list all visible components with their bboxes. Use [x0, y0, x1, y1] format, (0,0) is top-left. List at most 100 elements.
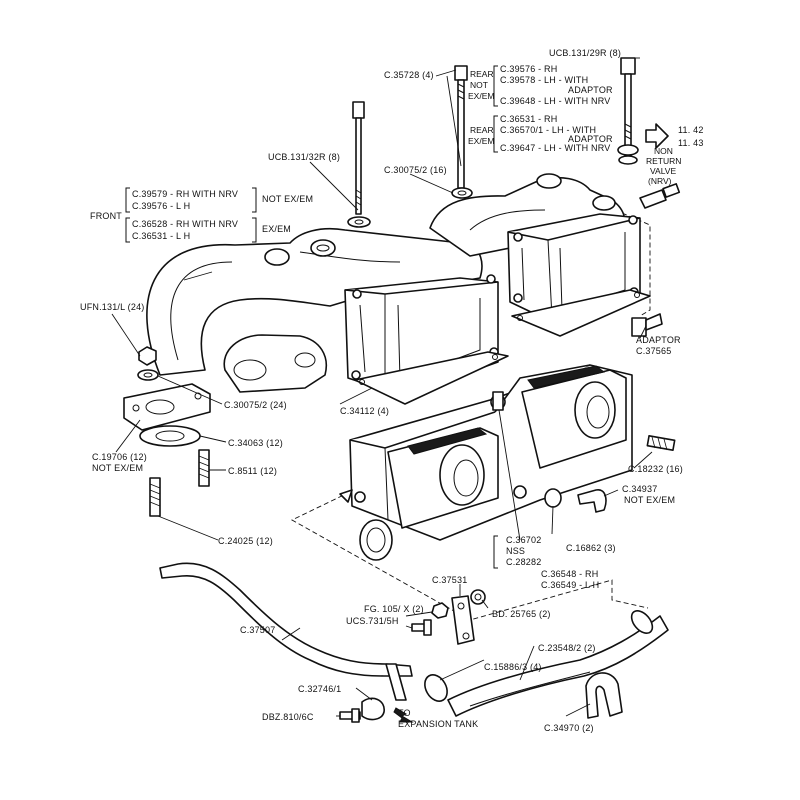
- elbow-c34937: [577, 489, 607, 513]
- label-group-rear-not-1: C.39576 - RH: [500, 64, 557, 74]
- label-front-not-1: C.39579 - RH WITH NRV: [132, 189, 238, 199]
- label-c37507: C.37507: [240, 625, 275, 635]
- washer-bd25765: [470, 589, 486, 605]
- triangle-pointer-icon: [339, 489, 353, 503]
- label-nrv-1: NON: [654, 146, 673, 156]
- label-c34112: C.34112 (4): [340, 406, 389, 416]
- label-group-rear-exem-4: C.39647 - LH - WITH NRV: [500, 143, 610, 153]
- label-group-rear-exem-2: C.36570/1 - LH - WITH: [500, 125, 596, 135]
- bolt-ucb131-29r: [620, 57, 636, 147]
- bracket-front-exem-right: [252, 217, 257, 243]
- stud-c18232: [646, 435, 676, 451]
- screw-dbz810: [339, 708, 361, 723]
- bracket-front-not: [125, 187, 130, 213]
- label-c30075-16: C.30075/2 (16): [384, 165, 447, 175]
- bracket-c37531: [451, 595, 475, 645]
- label-rear-not-1: REAR: [470, 69, 494, 79]
- screw-ucs731: [411, 619, 432, 636]
- adaptor-c37565: [631, 313, 663, 337]
- hose-c23548: [447, 609, 669, 717]
- label-nrv-3: VALVE: [650, 166, 676, 176]
- label-ucs731: UCS.731/5H: [346, 616, 399, 626]
- stud-c35728: [454, 65, 468, 189]
- label-c23548: C.23548/2 (2): [538, 643, 596, 653]
- label-front-exem-2: C.36531 - L H: [132, 231, 190, 241]
- clip-c15886: [424, 674, 448, 702]
- label-c32746: C.32746/1: [298, 684, 341, 694]
- label-ref-b: 11. 43: [678, 138, 704, 148]
- label-c8511: C.8511 (12): [228, 466, 277, 476]
- label-bd25765: BD. 25765 (2): [492, 609, 551, 619]
- label-c16862: C.16862 (3): [566, 543, 616, 553]
- label-c36548: C.36548 - RH: [541, 569, 598, 579]
- bolt-ucb131-32r: [352, 101, 365, 215]
- label-group-rear-not-4: C.39648 - LH - WITH NRV: [500, 96, 610, 106]
- washer-c30075-right: [617, 144, 639, 165]
- leader-lines: [111, 57, 653, 717]
- stud-c8511: [198, 449, 210, 487]
- label-nss: NSS: [506, 546, 525, 556]
- jet-c36702: [492, 391, 504, 411]
- bracket-nss: [493, 535, 498, 569]
- label-front-exem-1: C.36528 - RH WITH NRV: [132, 219, 238, 229]
- label-nrv-4: (NRV): [648, 176, 672, 186]
- label-c34937-1: C.34937: [622, 484, 657, 494]
- label-group-rear-exem-3: ADAPTOR: [568, 134, 613, 144]
- gasket-c34112-front: [354, 351, 509, 405]
- label-group-rear-not-3: ADAPTOR: [568, 85, 613, 95]
- clamp-c34970: [585, 672, 623, 719]
- label-front: FRONT: [90, 211, 122, 221]
- nut-ufn131: [138, 346, 157, 366]
- label-rear-not-3: EX/EM: [468, 91, 494, 101]
- assembly-dash-outline-right: [621, 212, 651, 317]
- flange-c19706: [123, 383, 211, 431]
- label-c15886: C.15886/3 (4): [484, 662, 542, 672]
- label-rear-not-2: NOT: [470, 80, 488, 90]
- arrow-expansion-tank-icon: [393, 707, 414, 723]
- label-c36549: C.36549 - L H: [541, 580, 599, 590]
- washer-c30075-lower: [137, 369, 159, 381]
- label-c35728: C.35728 (4): [384, 70, 434, 80]
- washer-c30075-center: [451, 187, 473, 199]
- label-group-rear-exem-1: C.36531 - RH: [500, 114, 557, 124]
- label-dbz810: DBZ.810/6C: [262, 712, 314, 722]
- bracket-rear-exem: [493, 115, 498, 153]
- label-front-not-2: C.39576 - L H: [132, 201, 190, 211]
- non-return-valve: [639, 183, 681, 209]
- label-c37531: C.37531: [432, 575, 467, 585]
- assembly-dash-outline-lower: [291, 491, 649, 621]
- label-c18232: C.18232 (16): [628, 464, 683, 474]
- hose-clip-c32746: [361, 697, 385, 721]
- label-c34970: C.34970 (2): [544, 723, 594, 733]
- label-c19706-1: C.19706 (12): [92, 452, 147, 462]
- pipe-branch-lower: [385, 663, 407, 701]
- washer-c30075-left: [347, 216, 371, 228]
- arrow-right-icon: [645, 123, 669, 149]
- label-c36702: C.36702: [506, 535, 541, 545]
- label-c34063: C.34063 (12): [228, 438, 283, 448]
- label-c24025: C.24025 (12): [218, 536, 273, 546]
- bracket-front-not-right: [252, 187, 257, 213]
- label-ucb131-29r: UCB.131/29R (8): [549, 48, 621, 58]
- gasket-c34112-rear: [511, 289, 651, 337]
- label-ufn131: UFN.131/L (24): [80, 302, 145, 312]
- inlet-manifold-front: [146, 227, 483, 393]
- label-c28282: C.28282: [506, 557, 541, 567]
- label-to-tank-2: EXPANSION TANK: [398, 719, 478, 729]
- nut-fg105: [431, 602, 449, 619]
- label-exem: EX/EM: [262, 224, 291, 234]
- label-c19706-2: NOT EX/EM: [92, 463, 143, 473]
- label-not-exem: NOT EX/EM: [262, 194, 313, 204]
- bracket-front-exem: [125, 217, 130, 243]
- plug-c16862: [544, 488, 562, 508]
- label-adaptor-1: ADAPTOR: [636, 335, 681, 345]
- bracket-rear-not: [493, 65, 498, 107]
- gasket-c34063: [139, 425, 201, 447]
- label-nrv-2: RETURN: [646, 156, 681, 166]
- label-adaptor-2: C.37565: [636, 346, 671, 356]
- label-c30075-24: C.30075/2 (24): [224, 400, 287, 410]
- stud-c24025: [149, 477, 161, 517]
- label-c34937-2: NOT EX/EM: [624, 495, 675, 505]
- carburettor-body-lower: [349, 364, 633, 561]
